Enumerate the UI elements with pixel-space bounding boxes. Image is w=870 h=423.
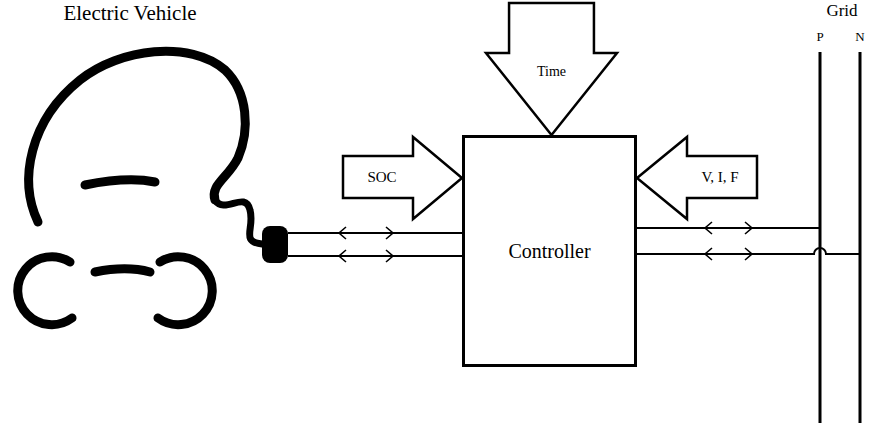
arrow-outline [343,137,462,219]
ev-wire [288,232,462,234]
grid-bus [819,52,822,423]
grid-label: Grid [826,2,857,21]
car-drawing [18,51,262,324]
bidirectional-arrow [339,250,393,262]
car-door [95,269,150,272]
controller-box: Controller [462,135,637,367]
arrow-shape [486,3,617,135]
text-slot: V, I, F [685,156,755,198]
node-text: SOC [367,169,396,186]
node-text: Controller [508,240,590,262]
car-window [85,180,155,185]
arrow-shape [343,137,462,219]
bus-label: N [855,30,864,44]
input-arrow: Time [486,3,617,135]
grid-wire [637,227,820,229]
vehicle-label: Electric Vehicle [63,2,196,25]
grid-bus [859,52,862,423]
rear-wheel [18,257,72,325]
bidirectional-arrow [705,248,752,260]
node-text: Time [537,64,566,79]
bidirectional-arrow [705,222,752,234]
text-slot: SOC [347,156,417,198]
input-arrow: V, I, F [637,137,757,219]
charging-cable [215,200,262,244]
text-slot: Time [506,53,597,91]
front-wheel [158,257,212,325]
ev-wire [288,255,462,257]
bus-label: P [816,30,823,44]
plug [262,226,288,263]
car-body [29,51,245,222]
arrow-shape [637,137,757,219]
input-arrow: SOC [343,137,462,219]
node-text: V, I, F [701,169,738,186]
arrow-outline [637,137,757,219]
bidirectional-arrow [339,227,393,239]
